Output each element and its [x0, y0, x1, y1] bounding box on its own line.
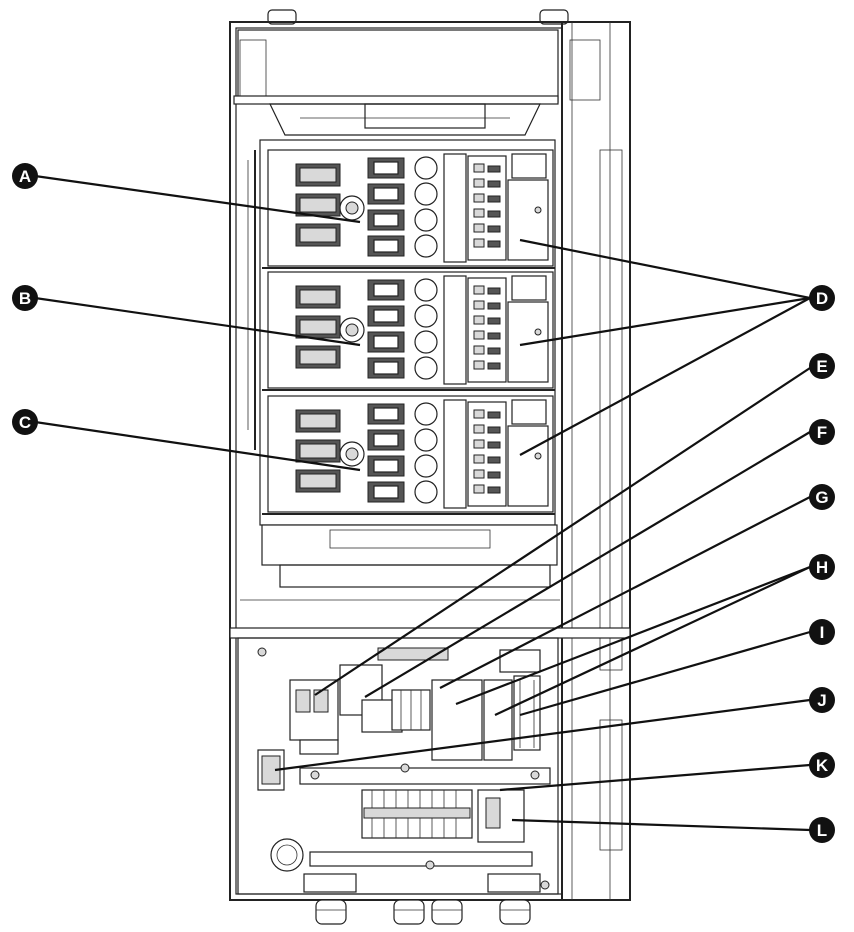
leader-j [274, 698, 811, 772]
leader-d2 [519, 296, 811, 347]
callout-b-label: B [19, 289, 31, 308]
leader-lines [34, 174, 811, 832]
module-tier-2 [267, 271, 554, 389]
callout-e-label: E [816, 357, 827, 376]
callout-e: E [809, 353, 835, 379]
callout-g: G [809, 484, 835, 510]
leader-d3 [519, 297, 811, 456]
leader-a [34, 174, 361, 224]
leader-b [34, 296, 361, 347]
callout-k-label: K [816, 756, 829, 775]
callout-f: F [809, 419, 835, 445]
power-modules [262, 149, 555, 515]
leader-i [519, 630, 811, 717]
callout-a: A [12, 163, 38, 189]
callout-k: K [809, 752, 835, 778]
callout-h: H [809, 554, 835, 580]
callout-b: B [12, 285, 38, 311]
callout-f-label: F [817, 423, 827, 442]
leader-c [34, 420, 361, 472]
callout-g-label: G [815, 488, 828, 507]
callout-d: D [809, 285, 835, 311]
callout-j-label: J [817, 691, 826, 710]
leader-g [439, 496, 811, 689]
callout-c: C [12, 409, 38, 435]
callout-l: L [809, 817, 835, 843]
terminal-strip [361, 789, 473, 839]
callout-i: I [809, 619, 835, 645]
callout-a-label: A [19, 167, 31, 186]
module-tier-3 [267, 395, 554, 513]
callout-d-label: D [816, 289, 828, 308]
leader-d1 [519, 238, 811, 300]
callout-h-label: H [816, 558, 828, 577]
callout-j: J [809, 687, 835, 713]
leader-h2 [494, 566, 811, 716]
callout-i-label: I [820, 623, 825, 642]
leader-l [511, 818, 811, 832]
leader-h1 [455, 565, 811, 706]
callout-c-label: C [19, 413, 31, 432]
leader-e [314, 367, 811, 696]
callout-l-label: L [817, 821, 827, 840]
cabinet-body [229, 9, 631, 925]
fuse-block [391, 689, 431, 731]
leader-f [364, 431, 811, 698]
cable-glands [315, 899, 531, 925]
leader-k [499, 763, 811, 792]
